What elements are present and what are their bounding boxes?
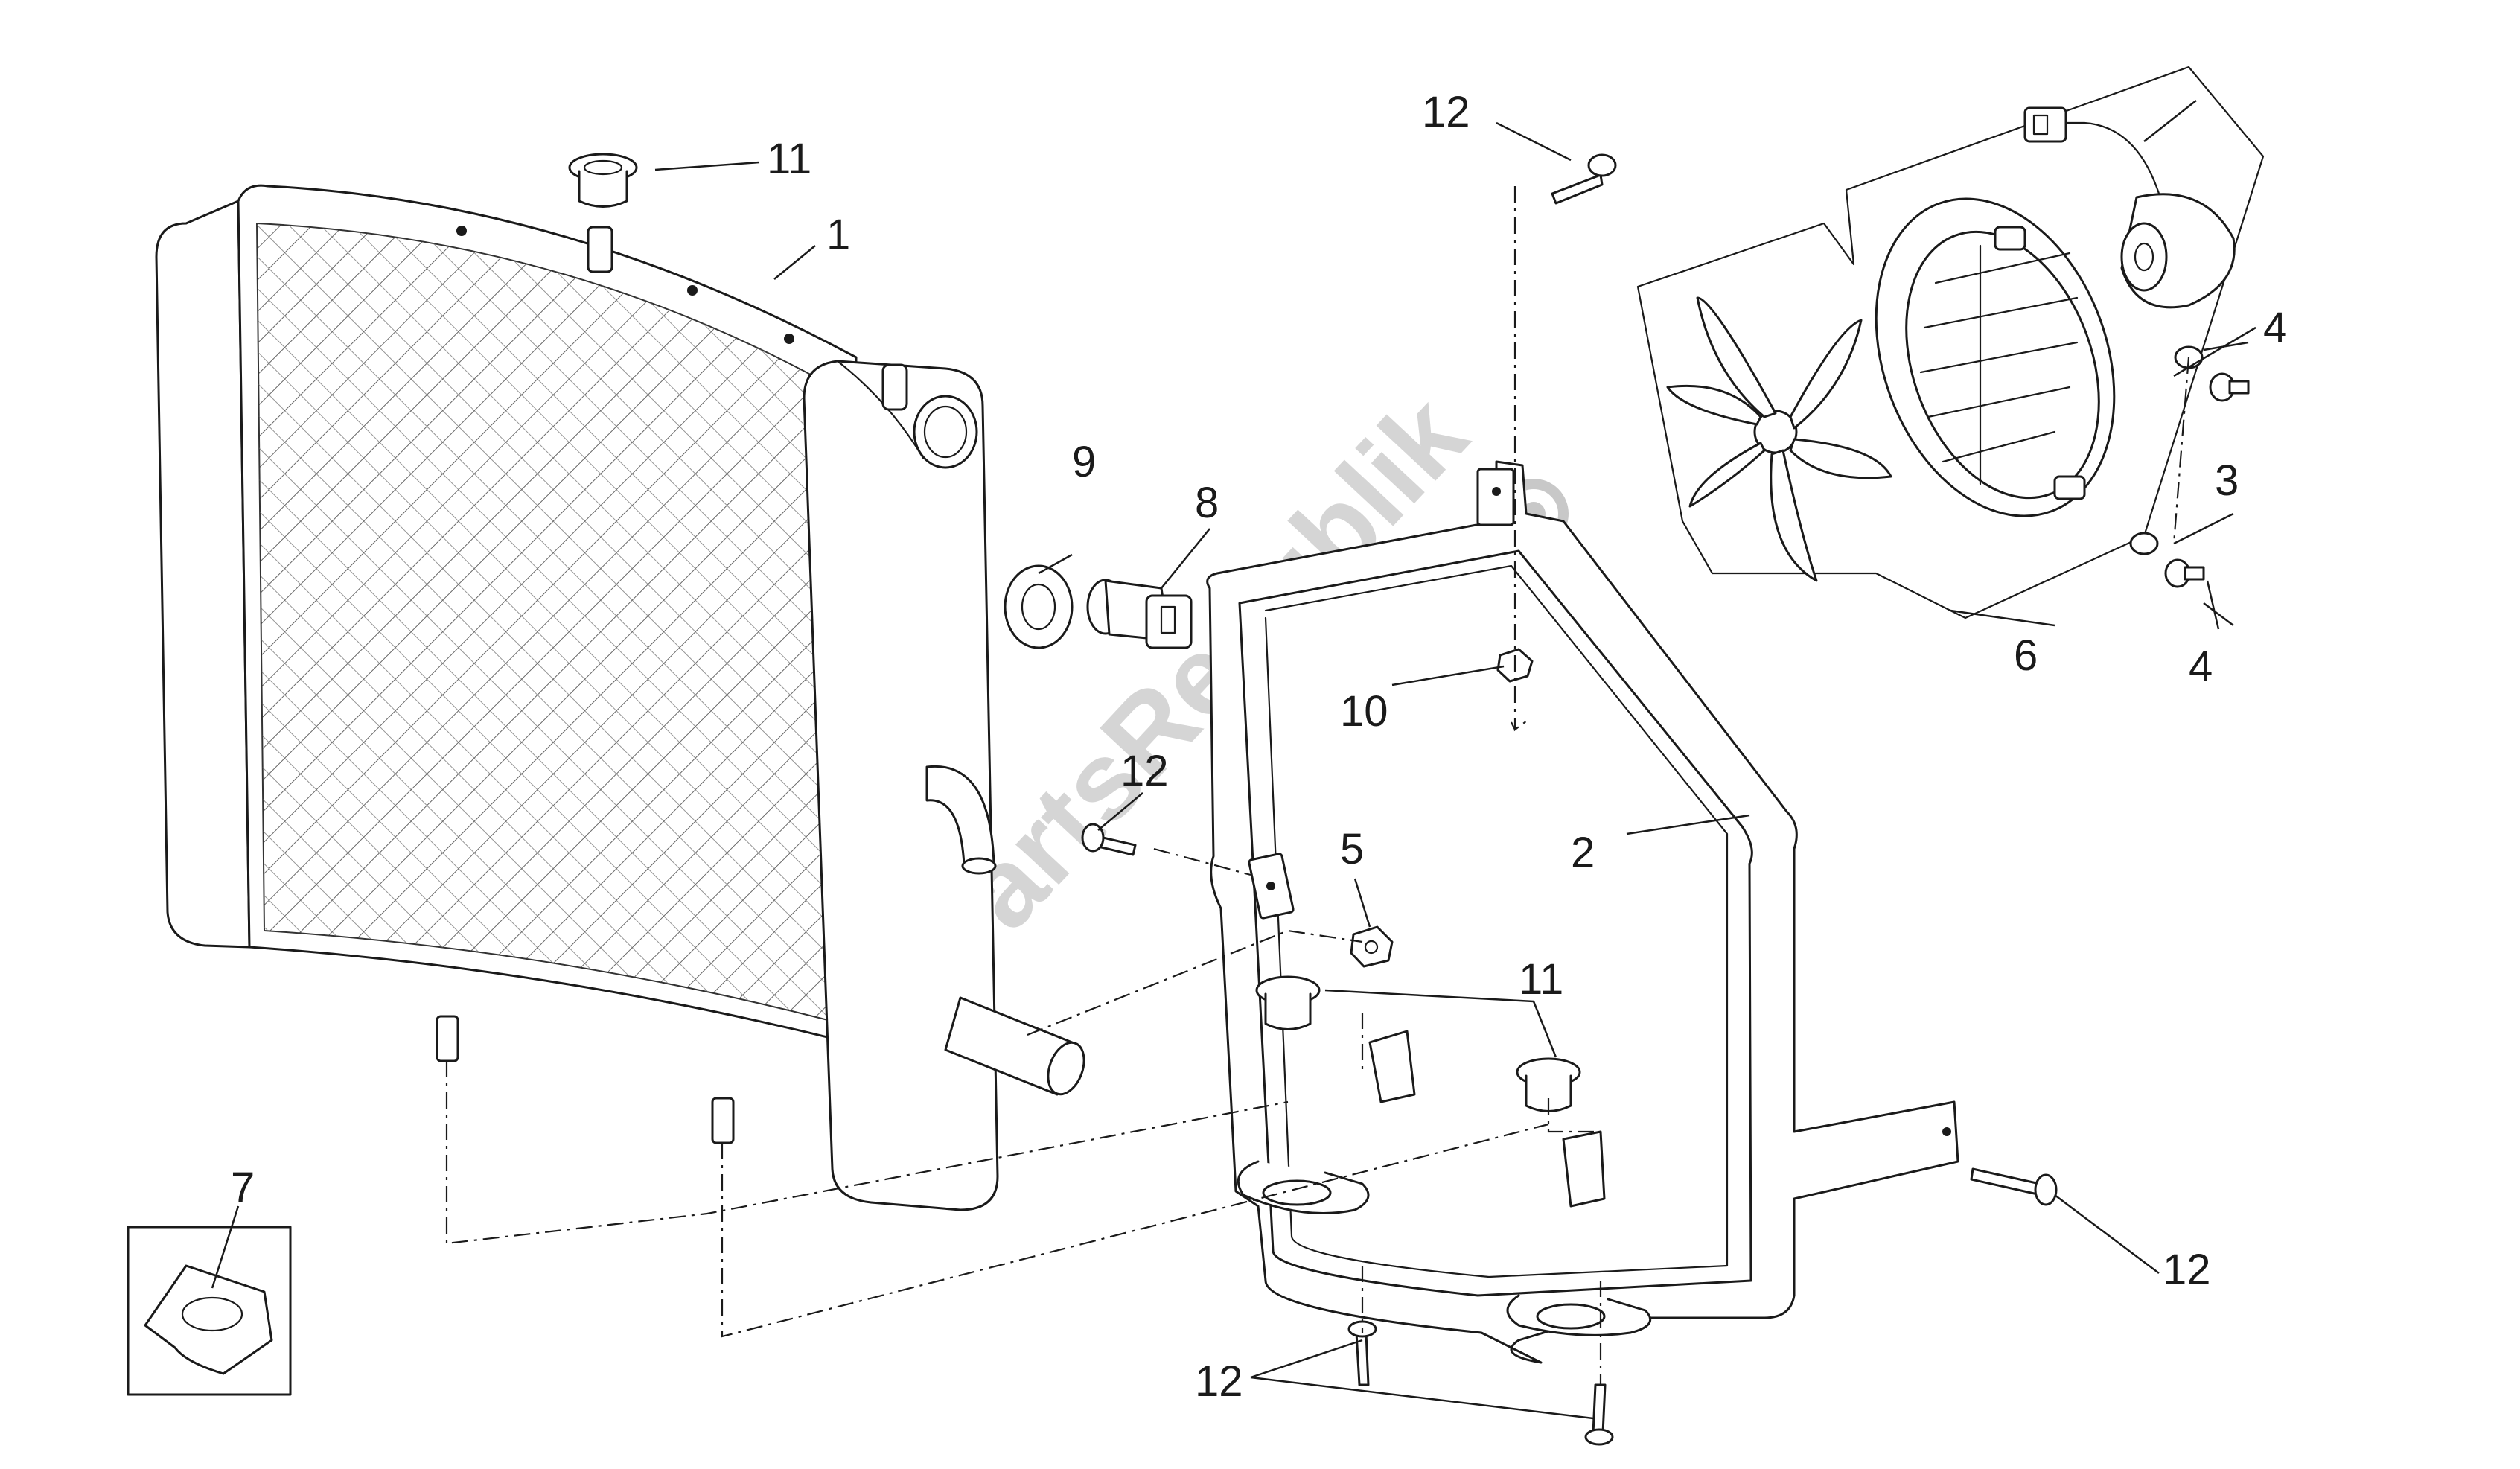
callout-12-left: 12 — [1120, 747, 1169, 795]
callout-3: 3 — [2215, 456, 2239, 505]
callout-7: 7 — [231, 1164, 255, 1212]
callout-5: 5 — [1340, 825, 1364, 873]
nut — [1350, 925, 1394, 968]
washer-lower — [2129, 532, 2159, 555]
screw-lower-4 — [2164, 558, 2205, 588]
screw-top — [1551, 153, 1617, 205]
grommet-bracket-left — [1255, 975, 1321, 1030]
callout-4-lower: 4 — [2189, 643, 2213, 691]
screw-upper-4 — [2209, 372, 2250, 402]
callout-4-upper: 4 — [2263, 304, 2287, 352]
callout-11-bracket: 11 — [1519, 955, 1563, 1004]
callout-12-right: 12 — [2163, 1246, 2211, 1294]
screw-left — [1081, 823, 1137, 856]
callout-11-top: 11 — [767, 135, 811, 183]
callout-9: 9 — [1072, 438, 1096, 486]
callout-6: 6 — [2014, 631, 2038, 680]
callout-2: 2 — [1571, 829, 1595, 877]
screw-bottom-right — [1584, 1383, 1614, 1446]
fan-assembly — [1636, 66, 2265, 619]
callout-10: 10 — [1340, 687, 1388, 736]
leader-lines — [211, 100, 2256, 1420]
screw-right — [1970, 1167, 2058, 1206]
callout-1: 1 — [826, 211, 850, 259]
sealing-washer — [1004, 564, 1074, 649]
fan-shroud — [1875, 197, 2116, 517]
fan-blade — [1666, 296, 1892, 582]
clip-box — [127, 1226, 292, 1396]
radiator-bracket — [1206, 460, 1959, 1364]
assembly-lines — [445, 186, 2190, 1385]
radiator — [155, 184, 1085, 1211]
callout-12-bottom: 12 — [1195, 1357, 1243, 1406]
thermal-switch — [1086, 579, 1193, 649]
fan-motor — [2023, 106, 2236, 309]
grommet-top — [568, 153, 638, 208]
callout-12-top: 12 — [1422, 88, 1470, 136]
callout-8: 8 — [1195, 479, 1219, 527]
